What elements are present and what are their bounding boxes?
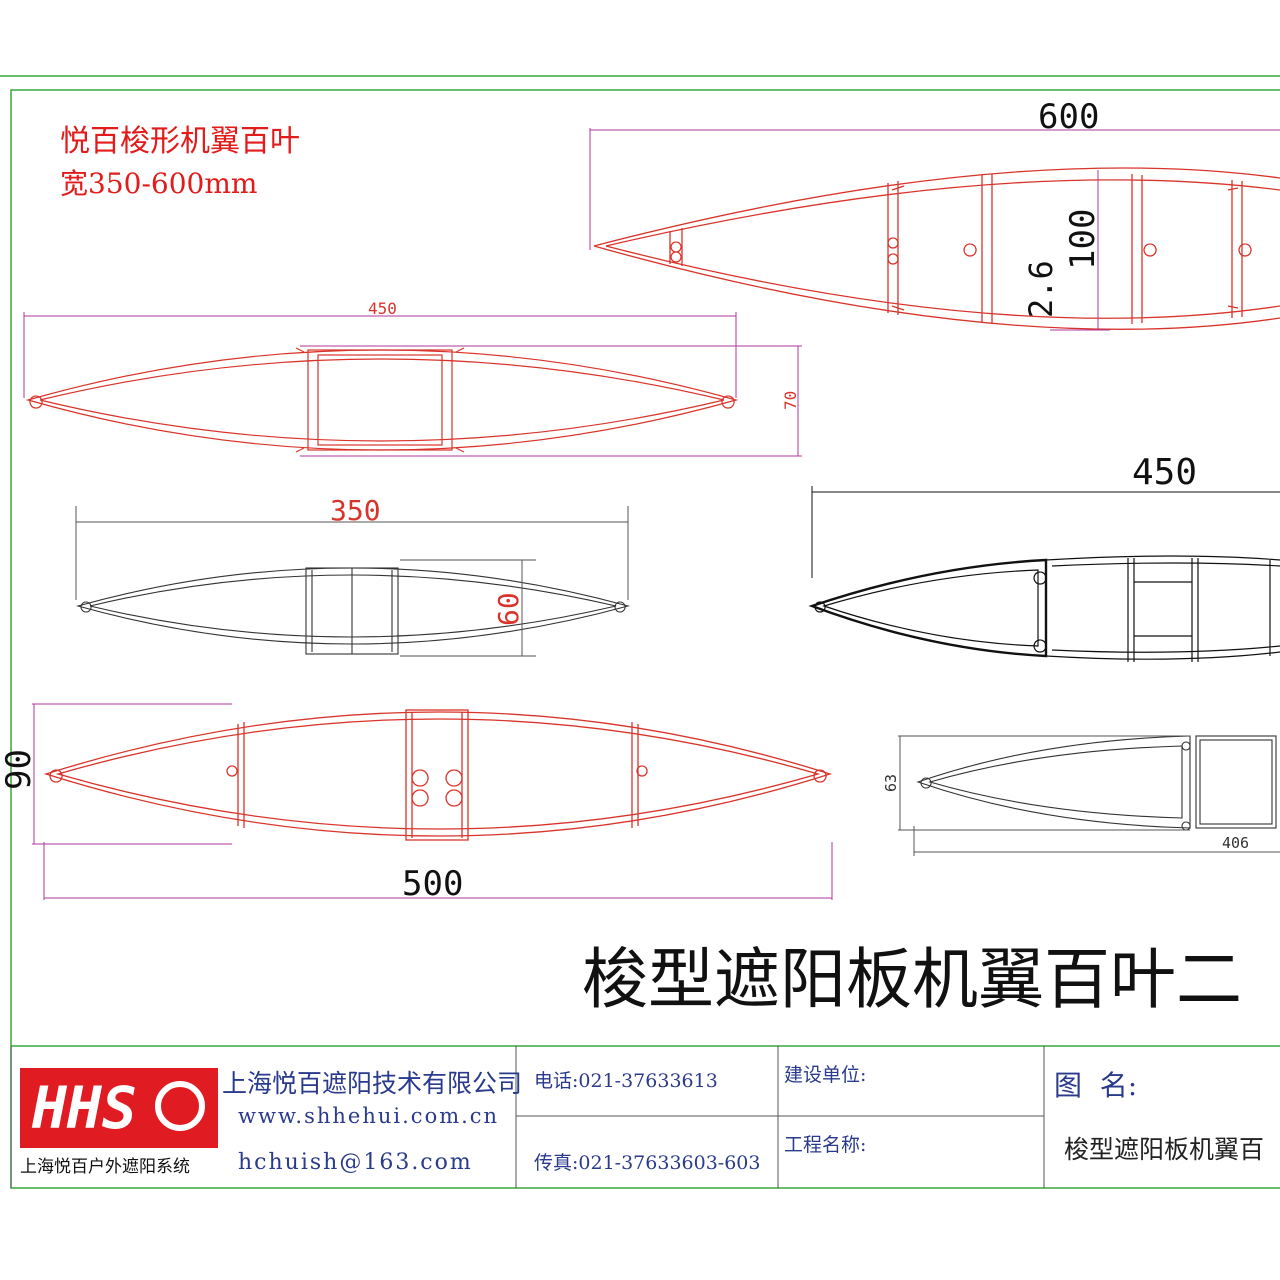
logo-text: HHS <box>31 1074 137 1142</box>
phone-number: 电话:021-37633613 <box>534 1070 718 1092</box>
dim-450-red-width: 450 <box>368 299 397 318</box>
fax-number: 传真:021-37633603-603 <box>534 1152 761 1174</box>
company-logo: HHS <box>20 1068 218 1148</box>
dim-350-height: 60 <box>492 592 525 626</box>
drawing-frame <box>0 75 1280 1189</box>
header-title: 悦百梭形机翼百叶 <box>60 124 300 159</box>
dim-600-width: 600 <box>1038 97 1099 137</box>
dim-600-height: 100 <box>1063 209 1103 270</box>
profile-406 <box>916 735 1277 831</box>
drawing-name-label: 图 名: <box>1054 1069 1138 1102</box>
dimension-500 <box>32 703 833 900</box>
dim-450-red-height: 70 <box>781 391 800 410</box>
dim-406-width: 406 <box>1222 834 1249 852</box>
dim-350-width: 350 <box>330 494 381 527</box>
dim-600-wall: 2.6 <box>1022 260 1060 318</box>
company-name: 上海悦百遮阳技术有限公司 <box>222 1069 523 1098</box>
dim-450-black-width: 450 <box>1132 452 1197 493</box>
profile-500 <box>43 709 833 841</box>
dim-500-width: 500 <box>402 864 463 904</box>
title-block-grid <box>10 1046 1045 1188</box>
profile-450-red <box>25 347 739 453</box>
dimension-406 <box>898 735 1280 856</box>
profile-450-black <box>808 555 1280 662</box>
dimension-450-black <box>811 486 1280 578</box>
dimension-350 <box>75 506 629 657</box>
dimension-100 <box>1050 170 1110 331</box>
profile-600 <box>593 167 1280 330</box>
logo-caption: 上海悦百户外遮阳系统 <box>20 1157 190 1177</box>
company-website[interactable]: www.shhehui.com.cn <box>238 1104 500 1128</box>
dim-500-height: 90 <box>0 749 39 790</box>
project-label: 工程名称: <box>784 1134 867 1156</box>
header-subtitle: 宽350-600mm <box>60 167 258 200</box>
dim-406-height: 63 <box>882 774 900 792</box>
drawing-name: 梭型遮阳板机翼百 <box>1064 1135 1265 1164</box>
builder-label: 建设单位: <box>784 1064 867 1086</box>
dimension-450-red <box>23 312 802 457</box>
profile-350 <box>75 567 631 655</box>
dimension-600 <box>589 128 1280 250</box>
company-email[interactable]: hchuish@163.com <box>238 1150 473 1175</box>
drawing-title: 梭型遮阳板机翼百叶二 <box>582 941 1242 1018</box>
